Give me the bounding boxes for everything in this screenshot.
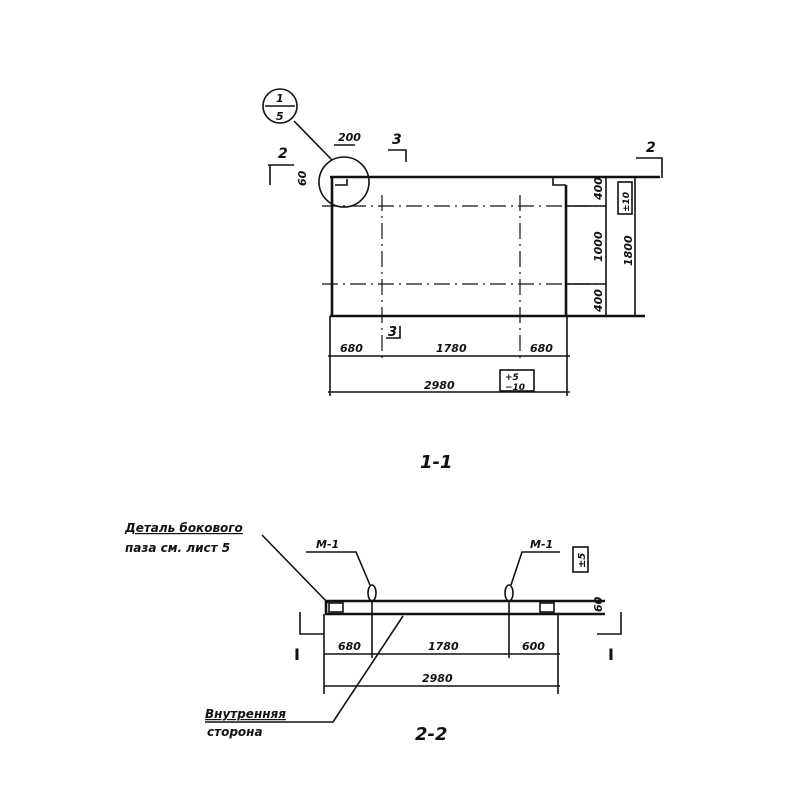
detail-circle xyxy=(318,156,370,208)
section-arrow xyxy=(386,326,401,339)
note-side-groove-line2: паза см. лист 5 xyxy=(125,541,230,555)
dim-400-top: 400 xyxy=(592,177,605,201)
dim-1780: 1780 xyxy=(436,342,467,355)
groove-left xyxy=(328,602,344,613)
section-mark-I-right: I xyxy=(608,645,614,664)
note-side-groove-line1: Деталь бокового xyxy=(124,521,243,535)
callout-bubble xyxy=(262,88,298,124)
section-mark-2-left: 2 xyxy=(278,146,288,162)
tolerance-box xyxy=(499,369,535,392)
section-arrow xyxy=(597,612,622,635)
leader-line xyxy=(293,120,333,161)
section-mark-I-left: I xyxy=(294,645,300,664)
tolerance-box xyxy=(617,181,633,215)
dim-lines xyxy=(323,600,560,694)
section-title-1-1: 1-1 xyxy=(420,452,453,473)
dim-1780: 1780 xyxy=(428,640,459,653)
tolerance-minus: −10 xyxy=(505,383,525,393)
section-mark-2-right: 2 xyxy=(646,140,656,156)
dim-lines-vertical xyxy=(566,177,636,316)
section-2-2-view: М-1 М-1 ±5 60 Деталь бокового паза см. л… xyxy=(124,521,622,745)
tolerance-plus: +5 xyxy=(505,373,519,383)
dim-600: 600 xyxy=(522,640,545,653)
mark-m1-left: М-1 xyxy=(316,538,339,551)
tolerance-value: ±5 xyxy=(577,553,588,568)
dim-2980: 2980 xyxy=(424,379,455,392)
section-arrow xyxy=(636,157,663,178)
dim-60: 60 xyxy=(592,596,605,612)
leader-inner-side xyxy=(205,615,404,723)
dim-400-bottom: 400 xyxy=(592,289,605,313)
section-mark-3-bottom: 3 xyxy=(388,325,397,340)
section-1-1-view: 1 5 200 60 2 3 2 3 680 1780 680 2980 +5 … xyxy=(262,88,663,473)
groove-right xyxy=(552,177,566,186)
leader-m1-left xyxy=(306,551,371,586)
section-mark-3-top: 3 xyxy=(392,132,402,148)
dim-1000: 1000 xyxy=(592,231,605,262)
dim-60: 60 xyxy=(296,170,309,186)
dim-200: 200 xyxy=(338,131,361,144)
note-inner-side-line2: сторона xyxy=(207,725,263,739)
leader-side-groove xyxy=(261,534,329,604)
section-arrow xyxy=(299,612,324,635)
leader-m1-right xyxy=(510,551,560,586)
loop-m1-right xyxy=(504,584,514,602)
groove-right xyxy=(539,602,555,613)
dim-680-left: 680 xyxy=(340,342,363,355)
callout-bottom: 5 xyxy=(276,110,284,123)
note-inner-side-line1: Внутренняя xyxy=(205,707,286,721)
tolerance-box xyxy=(572,546,589,573)
section-arrow xyxy=(388,149,407,162)
height-tolerance: ±10 xyxy=(622,192,632,212)
loop-m1-left xyxy=(367,584,377,602)
dim-1800: 1800 xyxy=(622,235,635,266)
dim-lines xyxy=(328,316,570,396)
dim-680: 680 xyxy=(338,640,361,653)
dim-680-right: 680 xyxy=(530,342,553,355)
section-title-2-2: 2-2 xyxy=(415,724,448,745)
dim-2980: 2980 xyxy=(422,672,453,685)
callout-top: 1 xyxy=(276,92,284,105)
mark-m1-right: М-1 xyxy=(530,538,553,551)
section-arrow xyxy=(268,164,294,185)
groove-left xyxy=(335,179,348,186)
